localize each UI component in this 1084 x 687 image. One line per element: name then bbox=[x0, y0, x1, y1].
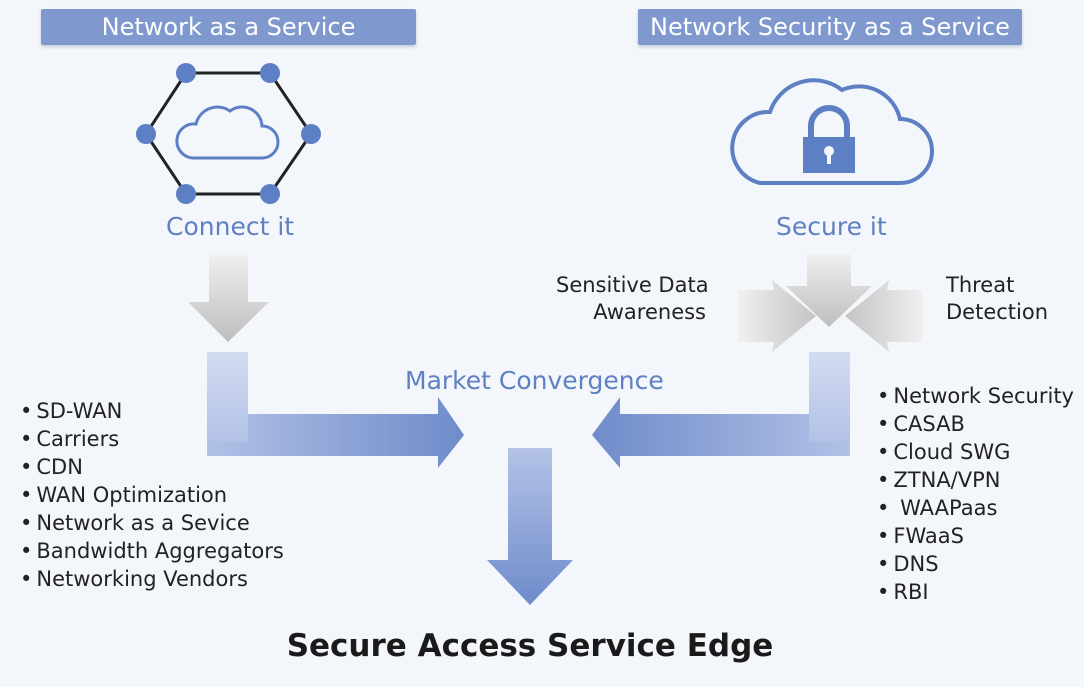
side-arrow-sensitive-data bbox=[738, 280, 816, 352]
nsaas-list: Network Security CASAB Cloud SWG ZTNA/VP… bbox=[877, 382, 1074, 606]
list-item: Cloud SWG bbox=[877, 438, 1074, 466]
secure-cloud-icon bbox=[730, 78, 934, 185]
list-item: Networking Vendors bbox=[20, 565, 284, 593]
cloud-icon bbox=[175, 105, 280, 160]
convergence-arrow-right-stem bbox=[809, 352, 850, 442]
sensitive-data-line-1: Sensitive Data bbox=[556, 273, 709, 297]
network-hexagon-icon bbox=[136, 63, 321, 204]
down-arrow-sase bbox=[487, 448, 573, 605]
list-item: DNS bbox=[877, 550, 1074, 578]
market-convergence-label: Market Convergence bbox=[405, 366, 664, 395]
convergence-arrow-right bbox=[592, 352, 850, 468]
list-item: Network as a Sevice bbox=[20, 509, 284, 537]
threat-detection-line-2: Detection bbox=[946, 300, 1049, 324]
network-security-banner: Network Security as a Service bbox=[638, 9, 1022, 45]
list-item: FWaaS bbox=[877, 522, 1074, 550]
sensitive-data-label: Sensitive Data Awareness bbox=[556, 272, 709, 326]
connect-it-caption: Connect it bbox=[166, 212, 295, 241]
threat-detection-label: Threat Detection bbox=[946, 272, 1048, 326]
list-item: WAAPaas bbox=[877, 494, 1074, 522]
list-item: RBI bbox=[877, 578, 1074, 606]
threat-detection-line-1: Threat bbox=[946, 273, 1015, 297]
secure-it-caption: Secure it bbox=[776, 212, 887, 241]
list-item: SD-WAN bbox=[20, 397, 284, 425]
side-arrow-threat-detection bbox=[845, 280, 923, 352]
sase-title: Secure Access Service Edge bbox=[286, 628, 774, 664]
list-item: Bandwidth Aggregators bbox=[20, 537, 283, 565]
list-item: Network Security bbox=[877, 382, 1074, 410]
down-arrow-left bbox=[188, 255, 269, 342]
list-item: CDN bbox=[20, 453, 284, 481]
lock-icon bbox=[803, 105, 855, 173]
network-as-a-service-banner: Network as a Service bbox=[41, 9, 416, 45]
list-item: Carriers bbox=[20, 425, 284, 453]
sensitive-data-line-2: Awareness bbox=[593, 300, 706, 324]
list-item: CASAB bbox=[877, 410, 1074, 438]
list-item: WAN Optimization bbox=[20, 481, 284, 509]
down-arrow-right bbox=[786, 254, 872, 327]
naas-list: SD-WAN Carriers CDN WAN Optimization Net… bbox=[20, 397, 284, 593]
list-item: ZTNA/VPN bbox=[877, 466, 1074, 494]
